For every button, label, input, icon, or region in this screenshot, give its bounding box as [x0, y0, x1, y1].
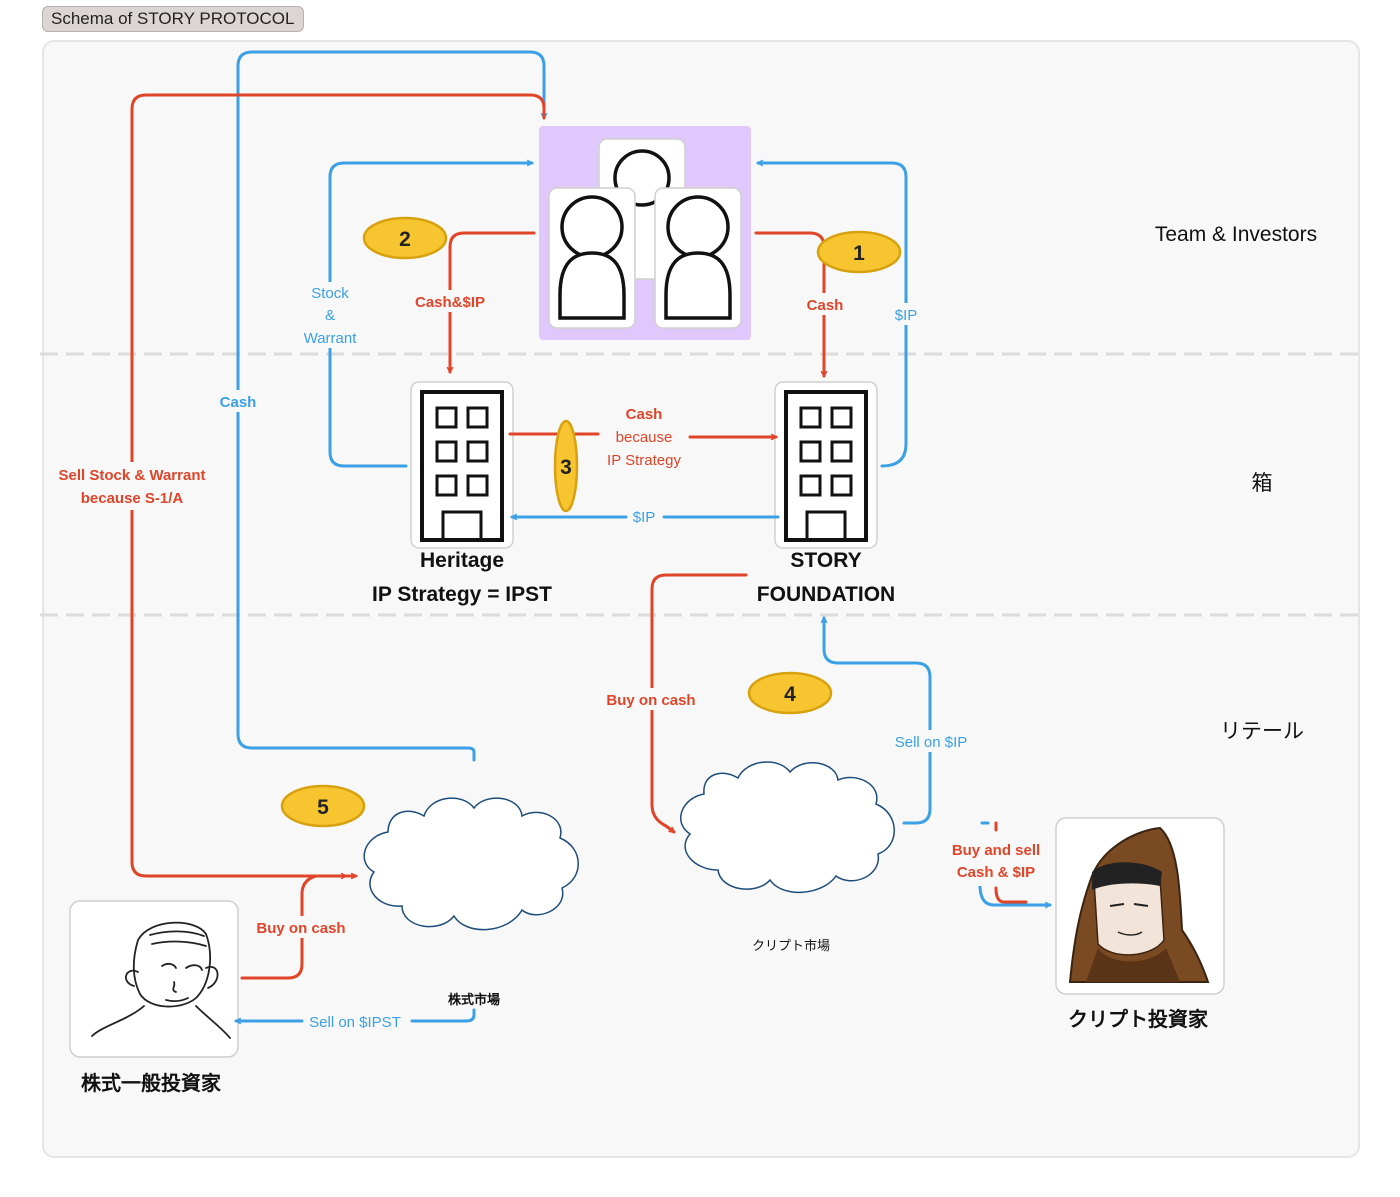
- flow-buy-sell-blue-path: [978, 883, 1052, 905]
- svg-text:Warrant: Warrant: [304, 330, 358, 347]
- stock-investor-label: 株式一般投資家: [81, 1071, 222, 1095]
- ip-right-label: $IP: [890, 303, 924, 325]
- svg-text:because: because: [616, 429, 673, 446]
- flow-sell-ip-path: [824, 616, 932, 825]
- svg-text:Sell Stock & Warrant: Sell Stock & Warrant: [59, 467, 206, 484]
- svg-text:IP Strategy: IP Strategy: [607, 452, 681, 469]
- flow-ip-to-team-path: [756, 163, 908, 468]
- story-label-line2: FOUNDATION: [757, 583, 895, 606]
- svg-text:Cash & $IP: Cash & $IP: [957, 864, 1035, 881]
- person-icon: [548, 187, 636, 329]
- svg-text:Cash: Cash: [807, 297, 844, 314]
- svg-text:Stock: Stock: [311, 285, 349, 302]
- step-badge-2[interactable]: 2: [362, 216, 448, 260]
- crypto-market-cloud[interactable]: [679, 761, 895, 893]
- buy-stock-label: Buy on cash: [254, 916, 350, 938]
- cash-ip-heritage-label: Cash&$IP: [412, 290, 490, 312]
- step-badge-1[interactable]: 1: [816, 230, 902, 274]
- section-label-retail: リテール: [1220, 720, 1304, 743]
- section-label-box: 箱: [1252, 472, 1273, 495]
- ip-to-heritage-label: $IP: [633, 509, 656, 526]
- heritage-building-icon[interactable]: [410, 381, 514, 549]
- svg-text:2: 2: [399, 228, 411, 251]
- svg-text:4: 4: [784, 683, 796, 706]
- step-badge-5[interactable]: 5: [280, 784, 366, 828]
- flow-sell-stock-path: [130, 93, 546, 876]
- flow-cash-because-path: [508, 434, 776, 437]
- svg-text:1: 1: [853, 242, 865, 265]
- crypto-investor-avatar[interactable]: [1055, 817, 1225, 995]
- svg-text:Buy and sell: Buy and sell: [952, 842, 1040, 859]
- heritage-label-line2: IP Strategy = IPST: [372, 583, 552, 606]
- svg-text:because S-1/A: because S-1/A: [81, 490, 184, 507]
- svg-text:Buy on cash: Buy on cash: [606, 692, 695, 709]
- crypto-market-label: クリプト市場: [752, 938, 830, 953]
- sell-stock-label: Sell Stock & Warrant because S-1/A: [56, 462, 210, 510]
- frame-title: Schema of STORY PROTOCOL: [42, 6, 304, 32]
- story-building-icon[interactable]: [774, 381, 878, 549]
- stock-market-cloud[interactable]: [363, 797, 579, 931]
- buy-sell-label: Buy and sell Cash & $IP: [950, 836, 1044, 886]
- sell-ipst-label: Sell on $IPST: [309, 1014, 401, 1031]
- flow-buy-sell-red-path: [994, 821, 1028, 904]
- svg-text:3: 3: [560, 456, 572, 479]
- stock-market-label: 株式市場: [448, 992, 500, 1007]
- flow-sell-ipst-path: [236, 1008, 476, 1021]
- cash-because-label: Cash because IP Strategy: [607, 406, 681, 469]
- story-label-line1: STORY: [790, 549, 861, 572]
- cash-left-label: Cash: [214, 390, 262, 412]
- svg-text:5: 5: [317, 796, 329, 819]
- team-investors-group[interactable]: [539, 126, 751, 340]
- stock-investor-avatar[interactable]: [69, 900, 239, 1058]
- stock-warrant-label: Stock & Warrant: [296, 282, 364, 348]
- crypto-investor-label: クリプト投資家: [1068, 1007, 1209, 1031]
- heritage-label-line1: Heritage: [420, 549, 504, 572]
- buy-crypto-label: Buy on cash: [604, 688, 700, 710]
- svg-text:Cash: Cash: [626, 406, 663, 423]
- svg-text:&: &: [325, 307, 335, 324]
- person-icon: [654, 187, 742, 329]
- step-badge-3[interactable]: 3: [553, 419, 579, 513]
- flow-cash-ip-heritage-path: [450, 231, 536, 374]
- sell-ip-label: Sell on $IP: [888, 730, 974, 752]
- section-label-team: Team & Investors: [1155, 223, 1317, 246]
- svg-text:Cash: Cash: [220, 394, 257, 411]
- step-badge-4[interactable]: 4: [747, 671, 833, 715]
- cash-story-label: Cash: [802, 293, 848, 315]
- svg-text:$IP: $IP: [895, 307, 918, 324]
- svg-text:Buy on cash: Buy on cash: [256, 920, 345, 937]
- svg-text:Cash&$IP: Cash&$IP: [415, 294, 485, 311]
- svg-text:Sell on $IP: Sell on $IP: [895, 734, 968, 751]
